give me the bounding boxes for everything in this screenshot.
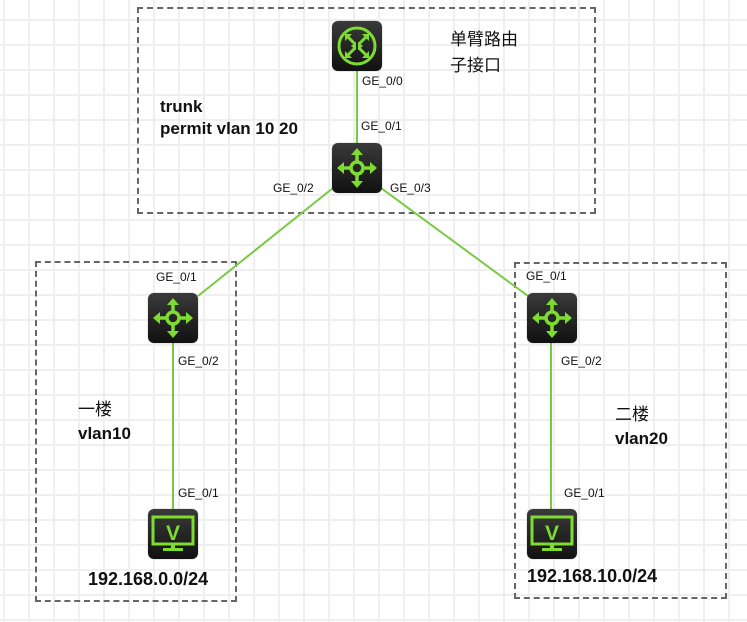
trunk-note-line2: permit vlan 10 20: [160, 119, 298, 138]
floor2-name: 二楼: [615, 405, 649, 425]
link-core-floor2[interactable]: [380, 187, 529, 297]
switch-icon: [337, 148, 377, 188]
floor1-subnet: 192.168.0.0/24: [88, 569, 209, 589]
floor2-switch-device[interactable]: [527, 293, 577, 343]
floor1-switch-port-ge02: GE_0/2: [178, 354, 219, 368]
floor1-switch-port-ge01: GE_0/1: [156, 270, 197, 284]
vpc-monitor-icon: V: [530, 515, 574, 551]
vpc-glyph: V: [545, 522, 559, 545]
floor2-vlan: vlan20: [615, 429, 668, 448]
floor2-note: 二楼 vlan20: [615, 402, 668, 450]
core-port-ge01: GE_0/1: [361, 119, 402, 133]
floor1-switch-device[interactable]: [148, 293, 198, 343]
router-port-ge00: GE_0/0: [362, 74, 403, 88]
vpc-monitor-icon: V: [151, 515, 195, 551]
floor2-zone: [514, 262, 727, 599]
core-port-ge02: GE_0/2: [273, 181, 314, 195]
core-zone: [137, 7, 596, 214]
core-switch-device[interactable]: [332, 143, 382, 193]
router-device[interactable]: [332, 21, 382, 71]
floor1-name: 一楼: [78, 400, 112, 420]
router-icon: [337, 26, 377, 66]
floor1-vlan: vlan10: [78, 424, 131, 443]
floor1-zone: [35, 261, 237, 602]
link-core-floor1[interactable]: [197, 187, 334, 297]
core-port-ge03: GE_0/3: [390, 181, 431, 195]
floor2-pc-device[interactable]: V: [527, 509, 577, 559]
floor1-note: 一楼 vlan10: [78, 397, 131, 445]
floor2-subnet: 192.168.10.0/24: [527, 566, 658, 586]
floor2-switch-port-ge02: GE_0/2: [561, 354, 602, 368]
floor1-pc-port-ge01: GE_0/1: [178, 486, 219, 500]
switch-icon: [153, 298, 193, 338]
router-note-line2: 子接口: [450, 56, 501, 76]
floor2-switch-port-ge01: GE_0/1: [526, 269, 567, 283]
switch-icon: [532, 298, 572, 338]
trunk-note: trunk permit vlan 10 20: [160, 96, 298, 140]
vpc-glyph: V: [166, 522, 180, 545]
trunk-note-line1: trunk: [160, 97, 203, 116]
router-note: 单臂路由 子接口: [450, 27, 518, 79]
router-note-line1: 单臂路由: [450, 30, 518, 50]
floor1-pc-device[interactable]: V: [148, 509, 198, 559]
floor2-pc-port-ge01: GE_0/1: [564, 486, 605, 500]
